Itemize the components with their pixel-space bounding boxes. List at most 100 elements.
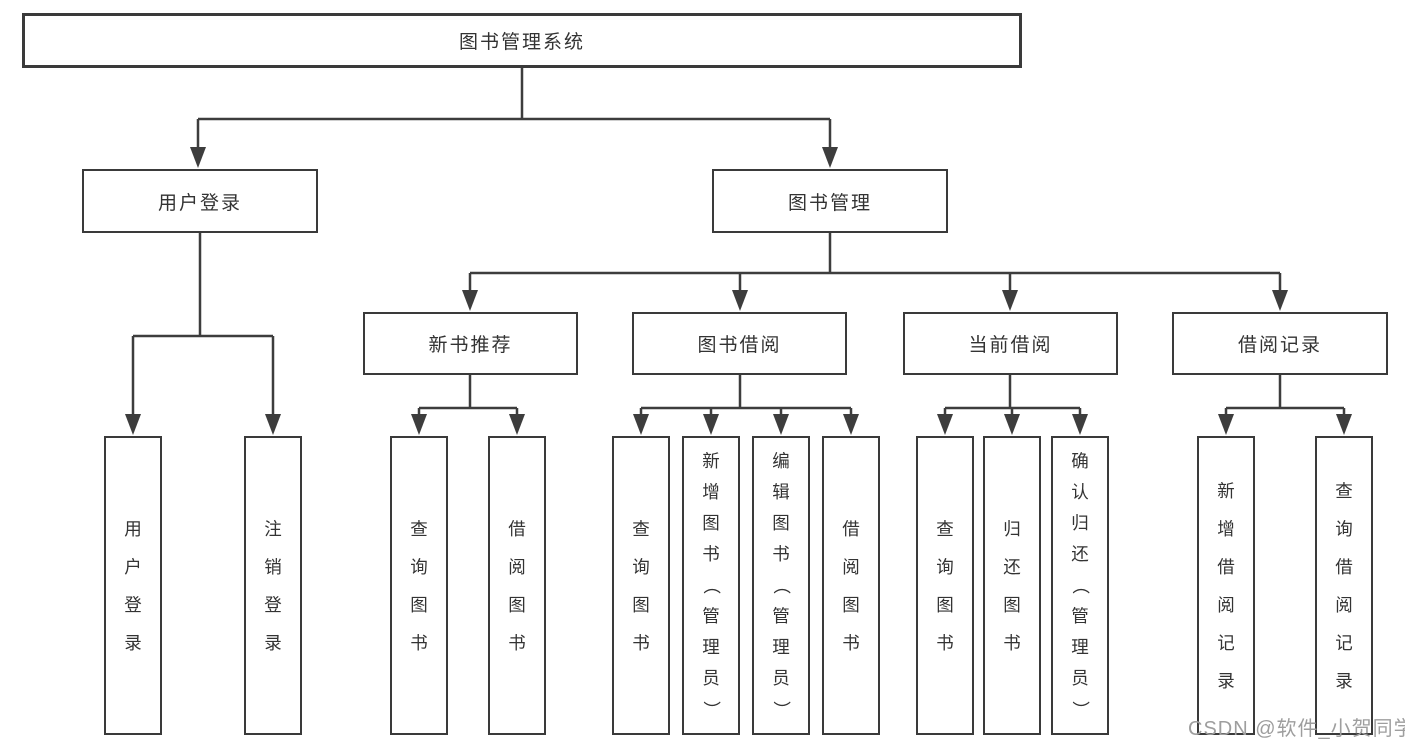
leaf-records-query-record: 查询借阅记录: [1315, 436, 1373, 735]
vertical-label-char: 归: [1071, 513, 1089, 533]
vertical-label-char: 阅: [842, 556, 860, 577]
vertical-label-char: 辑: [772, 482, 790, 502]
leaf-borrowing-query-books: 查询图书: [612, 436, 670, 735]
vertical-label-char: 询: [1335, 518, 1353, 539]
vertical-label-char: 借: [1217, 556, 1235, 577]
leaf-borrowing-add-book-admin: 新增图书（管理员）: [682, 436, 740, 735]
vertical-label-char: ）: [771, 700, 792, 719]
vertical-label-char: 书: [508, 632, 526, 653]
vertical-label-char: 书: [772, 544, 790, 564]
vertical-label-char: 书: [702, 544, 720, 564]
vertical-label-char: 理: [1071, 637, 1089, 657]
arrowhead-icon: [1004, 414, 1020, 435]
arrowhead-icon: [411, 414, 427, 435]
leaf-recommend-borrow-books: 借阅图书: [488, 436, 546, 735]
arrowhead-icon: [732, 290, 748, 311]
vertical-label-char: 借: [508, 518, 526, 539]
leaf-borrowing-borrow-books: 借阅图书: [822, 436, 880, 735]
vertical-label-char: 记: [1217, 632, 1235, 653]
vertical-label-char: 书: [632, 632, 650, 653]
vertical-label-char: 阅: [508, 556, 526, 577]
leaf-current-return-books: 归还图书: [983, 436, 1041, 735]
node-current-borrowing: 当前借阅: [903, 312, 1118, 375]
vertical-label-char: 查: [410, 518, 428, 539]
vertical-label-char: 书: [842, 632, 860, 653]
vertical-label-char: 图: [508, 594, 526, 615]
vertical-label-char: 图: [772, 513, 790, 533]
vertical-label-char: ）: [701, 700, 722, 719]
leaf-current-query-books: 查询图书: [916, 436, 974, 735]
vertical-label-char: （: [701, 576, 722, 595]
arrowheads: [125, 147, 1352, 435]
vertical-label-char: 录: [124, 632, 142, 653]
arrowhead-icon: [843, 414, 859, 435]
vertical-label-char: 管: [772, 606, 790, 626]
vertical-label-char: 书: [936, 632, 954, 653]
leaf-records-add-record: 新增借阅记录: [1197, 436, 1255, 735]
vertical-label-char: 理: [702, 637, 720, 657]
vertical-label-char: 管: [702, 606, 720, 626]
arrowhead-icon: [1002, 290, 1018, 311]
vertical-label-char: 书: [1003, 632, 1021, 653]
arrowhead-icon: [773, 414, 789, 435]
vertical-label-char: 理: [772, 637, 790, 657]
leaf-logout: 注销登录: [244, 436, 302, 735]
vertical-label-char: 书: [410, 632, 428, 653]
node-new-book-recommend: 新书推荐: [363, 312, 578, 375]
vertical-label-char: 增: [1217, 518, 1235, 539]
vertical-label-char: 销: [264, 556, 282, 577]
leaf-user-login: 用户登录: [104, 436, 162, 735]
vertical-label-char: 认: [1071, 482, 1089, 502]
arrowhead-icon: [937, 414, 953, 435]
node-user-login: 用户登录: [82, 169, 318, 233]
vertical-label-char: 登: [264, 594, 282, 615]
vertical-label-char: 编: [772, 451, 790, 471]
vertical-label-char: 询: [936, 556, 954, 577]
node-book-management: 图书管理: [712, 169, 948, 233]
vertical-label-char: 询: [632, 556, 650, 577]
vertical-label-char: 新: [1217, 480, 1235, 501]
node-label: 借阅记录: [1237, 335, 1322, 356]
vertical-label-char: 管: [1071, 606, 1089, 626]
leaf-recommend-query-books: 查询图书: [390, 436, 448, 735]
leaf-borrowing-edit-book-admin: 编辑图书（管理员）: [752, 436, 810, 735]
arrowhead-icon: [633, 414, 649, 435]
leaf-current-confirm-return-admin: 确认归还（管理员）: [1051, 436, 1109, 735]
arrowhead-icon: [509, 414, 525, 435]
node-label: 当前借阅: [968, 335, 1053, 356]
vertical-label-char: 图: [1003, 594, 1021, 615]
vertical-label-char: 员: [772, 668, 790, 688]
node-library-management-system: 图书管理系统: [22, 13, 1022, 68]
vertical-label-char: 借: [842, 518, 860, 539]
connector-path: [131, 68, 1346, 417]
vertical-label-char: 归: [1003, 518, 1021, 539]
node-borrow-records: 借阅记录: [1172, 312, 1388, 375]
arrowhead-icon: [822, 147, 838, 168]
node-label: 图书管理: [787, 192, 872, 214]
arrowhead-icon: [265, 414, 281, 435]
vertical-label-char: 员: [702, 668, 720, 688]
vertical-label-char: 录: [1335, 670, 1353, 691]
vertical-label-char: 还: [1071, 544, 1089, 564]
arrowhead-icon: [125, 414, 141, 435]
vertical-label-char: 图: [702, 513, 720, 533]
node-label: 图书借阅: [697, 335, 782, 356]
vertical-label-char: 增: [702, 482, 720, 502]
vertical-label-char: 询: [410, 556, 428, 577]
vertical-label-char: 员: [1071, 668, 1089, 688]
node-label: 图书管理系统: [458, 32, 585, 53]
arrowhead-icon: [703, 414, 719, 435]
vertical-label-char: 图: [410, 594, 428, 615]
vertical-label-char: 录: [1217, 670, 1235, 691]
vertical-label-char: ）: [1070, 700, 1091, 719]
vertical-label-char: 查: [632, 518, 650, 539]
node-book-borrowing: 图书借阅: [632, 312, 847, 375]
vertical-label-char: （: [1070, 576, 1091, 595]
vertical-label-char: 还: [1003, 556, 1021, 577]
csdn-watermark: CSDN @软件_小贺同学: [1188, 718, 1405, 740]
vertical-label-char: 阅: [1335, 594, 1353, 615]
vertical-label-char: 查: [1335, 480, 1353, 501]
arrowhead-icon: [1272, 290, 1288, 311]
